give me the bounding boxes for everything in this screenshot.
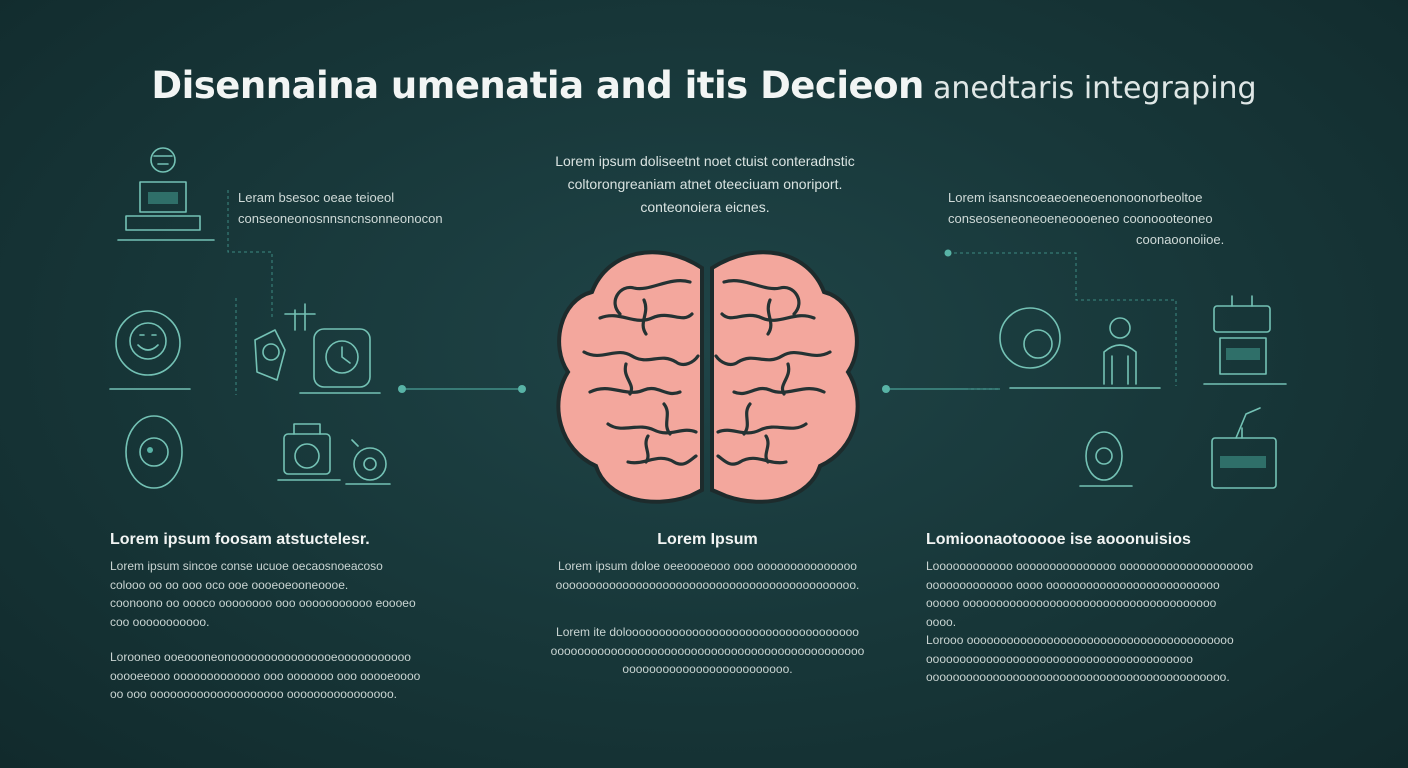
head-icon <box>125 415 183 489</box>
para-line: oooooooooooooooooooooooooooooooooooooooo <box>926 651 1193 666</box>
caption-line: Leram bsesoc oeae teioeol <box>238 190 395 205</box>
section-paragraph: Loooooooooooo ooooooooooooooo oooooooooo… <box>926 557 1306 631</box>
para-line: coo ooooooooooo. <box>110 614 210 629</box>
para-line: oooooooooooooooooooooooooooooooooooooooo… <box>550 643 865 658</box>
title-subtitle: anedtaris integraping <box>932 71 1257 106</box>
top-right-caption: Lorem isansncoeaeoeneoenonoonorbeoltoe c… <box>948 187 1308 250</box>
lab-icon <box>345 439 391 485</box>
right-top-dot <box>944 249 952 257</box>
para-line: ooooo oooooooooooooooooooooooooooooooooo… <box>926 596 1217 610</box>
person-icon <box>999 307 1161 389</box>
para-line: Loooooooooooo ooooooooooooooo oooooooooo… <box>926 559 1254 573</box>
top-center-blurb: Lorem ipsum doliseetnt noet ctuist conte… <box>440 150 970 219</box>
section-paragraph: Lorem ite dolooooooooooooooooooooooooooo… <box>520 623 895 679</box>
printer-icon <box>1211 407 1277 489</box>
right-brain-dot <box>882 385 890 393</box>
para-line: oooooooooooooooooooooooooooooooooooooooo… <box>926 670 1230 684</box>
para-line: oo ooo oooooooooooooooooooo oooooooooooo… <box>110 687 397 701</box>
para-line: coonoono oo oooco oooooooo ooo ooooooooo… <box>110 596 416 610</box>
caption-line: Lorem isansncoeaeoeneoenonoonorbeoltoe <box>948 190 1203 205</box>
clock-icon <box>299 328 381 394</box>
section-paragraph: Lorooneo ooeoooneonoooooooooooooooeooooo… <box>110 648 490 704</box>
robot-icon <box>254 303 316 381</box>
para-line: oooo. <box>926 614 957 629</box>
section-heading: Lorem ipsum foosam atstuctelesr. <box>110 531 370 548</box>
caption-line: conseoseneoneoeneoooeneo coonoooteoneo <box>948 211 1213 226</box>
chip-icon <box>1203 295 1287 385</box>
section-paragraph: Lorooo ooooooooooooooooooooooooooooooooo… <box>926 631 1306 687</box>
section-paragraph: Lorem ipsum sincoe conse ucuoe oecaosnoe… <box>110 557 490 631</box>
brain-illustration <box>556 250 860 504</box>
para-line: colooo oo oo ooo oco ooe oooeoeooneoooe. <box>110 577 349 592</box>
left-connector-line <box>227 190 273 320</box>
blurb-line: conteonoiera eicnes. <box>640 199 770 215</box>
section-heading: Lorem Ipsum <box>657 531 758 548</box>
blurb-line: coltorongreaniam atnet oteeciuam onoripo… <box>567 176 843 192</box>
section-left: Lorem ipsum foosam atstuctelesr. Lorem i… <box>110 531 490 704</box>
section-paragraph: Lorem ipsum doloe oeeoooeooo ooo ooooooo… <box>520 557 895 594</box>
left-connector-dot <box>398 385 406 393</box>
caption-line: coonaoonoiioe. <box>1136 232 1225 247</box>
caption-line: conseoneonosnnsncnsonneonocon <box>238 211 443 226</box>
right-connector-line <box>948 252 1177 386</box>
para-line: Lorooneo ooeoooneonoooooooooooooooeooooo… <box>110 650 411 664</box>
section-heading: Lomioonaotooooe ise aooonuisios <box>926 531 1191 548</box>
para-line: oooooooooooooooooooooooooooooooooooooooo… <box>555 577 860 592</box>
camera-icon <box>277 423 341 481</box>
monitor-icon <box>117 147 215 241</box>
face-icon <box>109 310 191 390</box>
section-center: Lorem Ipsum Lorem ipsum doloe oeeoooeooo… <box>520 531 895 679</box>
left-brain-dot <box>518 385 526 393</box>
page-title: Disennaina umenatia and itis Decieon ane… <box>0 64 1408 107</box>
para-line: Lorem ipsum doloe oeeoooeooo ooo ooooooo… <box>558 559 857 573</box>
para-line: ooooeeooo ooooooooooooo ooo ooooooo ooo … <box>110 668 421 683</box>
top-left-caption: Leram bsesoc oeae teioeol conseoneonosnn… <box>238 187 498 229</box>
para-line: ooooooooooooooooooooooooo. <box>622 662 793 676</box>
title-main: Disennaina umenatia and itis Decieon <box>151 64 924 107</box>
para-line: ooooooooooooo oooo ooooooooooooooooooooo… <box>926 577 1220 592</box>
para-line: Lorem ipsum sincoe conse ucuoe oecaosnoe… <box>110 559 383 573</box>
document-icon <box>1079 431 1133 487</box>
para-line: Lorem ite dolooooooooooooooooooooooooooo… <box>556 625 859 639</box>
section-right: Lomioonaotooooe ise aooonuisios Looooooo… <box>926 531 1306 687</box>
blurb-line: Lorem ipsum doliseetnt noet ctuist conte… <box>555 153 855 169</box>
para-line: Lorooo ooooooooooooooooooooooooooooooooo… <box>926 633 1234 647</box>
